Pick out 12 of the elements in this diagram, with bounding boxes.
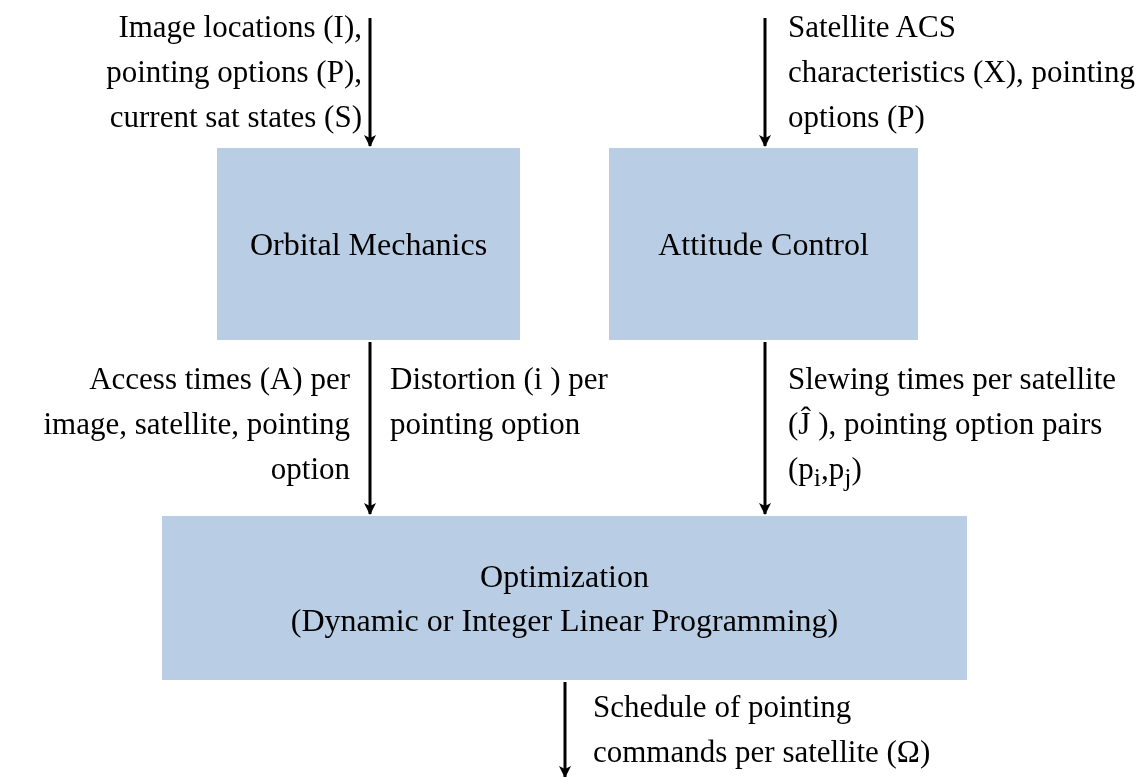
arrow (759, 18, 771, 147)
arrow (364, 18, 376, 147)
arrow (364, 342, 376, 515)
process-box (217, 148, 520, 340)
node-title: Orbital Mechanics (248, 225, 489, 264)
node-title: Attitude Control (657, 225, 870, 264)
node-title: Optimization (480, 557, 649, 596)
process-box (609, 148, 918, 340)
node-subtitle: (Dynamic or Integer Linear Programming) (290, 601, 839, 640)
process-box (162, 516, 967, 680)
arrow (759, 342, 771, 515)
arrow (559, 682, 571, 777)
